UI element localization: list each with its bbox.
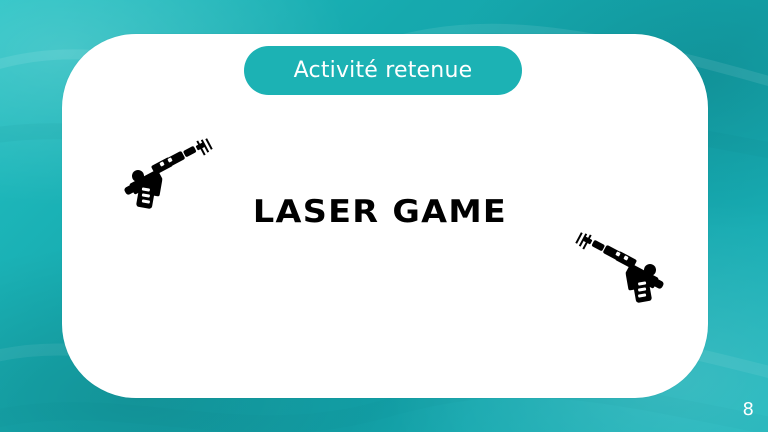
activity-badge-label: Activité retenue — [293, 58, 473, 83]
laser-gun-icon — [116, 138, 226, 228]
laser-gun-icon-svg — [124, 138, 213, 209]
slide-title: LASER GAME — [252, 194, 508, 230]
laser-gun-icon-svg — [575, 232, 664, 303]
laser-gun-icon — [562, 232, 672, 322]
page-number: 8 — [742, 399, 754, 420]
activity-badge: Activité retenue — [244, 46, 522, 95]
